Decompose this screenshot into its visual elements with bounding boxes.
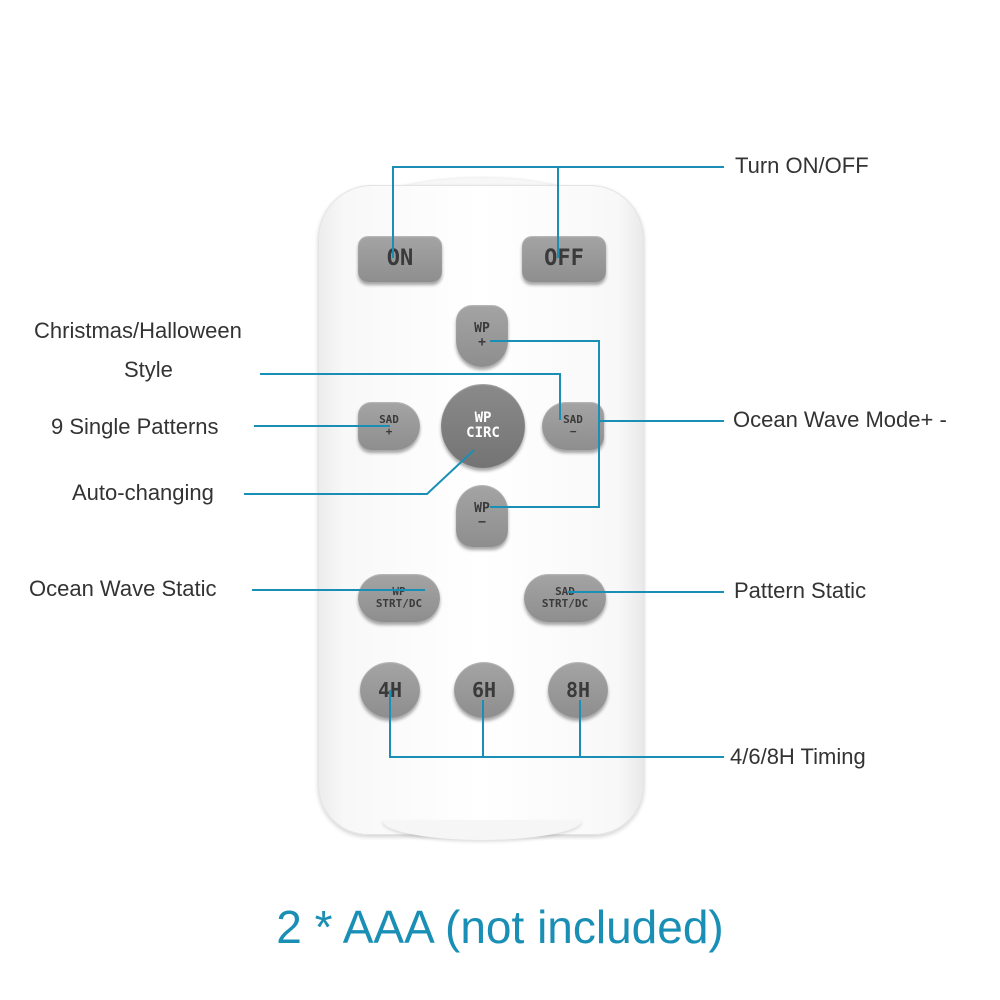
leader-auto-changing	[244, 449, 475, 495]
wp-strt-dc-button[interactable]: WP STRT/DC	[358, 574, 440, 622]
label-timing: 4/6/8H Timing	[730, 744, 866, 769]
label-turn-on-off: Turn ON/OFF	[735, 153, 869, 178]
wp-minus-button[interactable]: WP −	[456, 485, 508, 547]
label-ocean-wave-static: Ocean Wave Static	[29, 576, 217, 601]
sad-strt-dc-button[interactable]: SAD STRT/DC	[524, 574, 606, 622]
label-christmas-style: Style	[124, 357, 173, 382]
label-pattern-static: Pattern Static	[734, 578, 867, 603]
sad-strt-label-bottom: STRT/DC	[541, 597, 589, 610]
label-auto-changing: Auto-changing	[72, 480, 214, 505]
timer-8h-button[interactable]: 8H	[548, 662, 608, 718]
wp-circ-button[interactable]: WP CIRC	[441, 384, 525, 468]
leader-turn-on-off	[392, 166, 724, 258]
on-button-label: ON	[386, 245, 414, 271]
timer-6h-label: 6H	[471, 678, 497, 702]
leader-timing	[389, 690, 724, 758]
wp-plus-label-top: WP	[474, 320, 490, 336]
sad-plus-label-sign: +	[385, 425, 393, 438]
wp-strt-label-bottom: STRT/DC	[375, 597, 423, 610]
sad-minus-button[interactable]: SAD −	[542, 402, 604, 450]
label-single-patterns: 9 Single Patterns	[51, 414, 219, 439]
label-ocean-wave-mode: Ocean Wave Mode+ -	[733, 407, 947, 432]
sad-strt-label-top: SAD	[555, 584, 575, 598]
off-button-label: OFF	[544, 245, 584, 271]
leader-christmas-style	[260, 373, 561, 420]
sad-minus-label-sign: −	[569, 425, 577, 438]
wp-minus-label-top: WP	[474, 500, 490, 516]
sad-plus-label-top: SAD	[379, 412, 399, 426]
wp-plus-label-sign: +	[478, 335, 486, 350]
wp-strt-label-top: WP	[392, 584, 406, 598]
off-button[interactable]: OFF	[522, 236, 606, 282]
wp-circ-label-top: WP	[474, 409, 492, 426]
wp-minus-label-sign: −	[478, 515, 486, 530]
label-christmas-halloween: Christmas/Halloween	[34, 318, 242, 343]
timer-8h-label: 8H	[565, 678, 591, 702]
on-button[interactable]: ON	[358, 236, 442, 282]
leader-wp-bracket	[490, 340, 600, 508]
wp-circ-label-bottom: CIRC	[466, 425, 500, 441]
wp-plus-button[interactable]: WP +	[456, 305, 508, 367]
remote-bottom-edge	[382, 820, 582, 840]
battery-footnote: 2 * AAA (not included)	[276, 901, 724, 953]
sad-minus-label-top: SAD	[563, 412, 583, 426]
